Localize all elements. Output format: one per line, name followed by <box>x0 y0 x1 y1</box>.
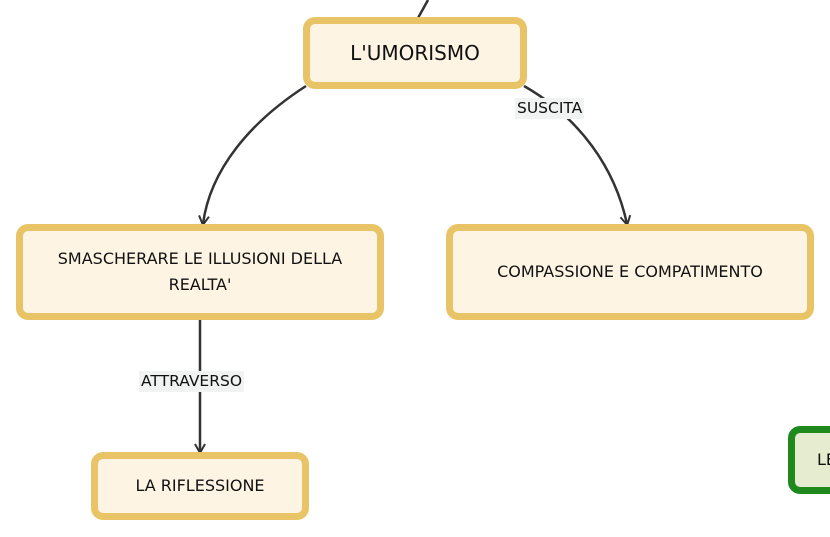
node-riflessione[interactable]: LA RIFLESSIONE <box>91 452 309 520</box>
edge-label-suscita: SUSCITA <box>515 98 585 119</box>
node-partial-right-label: LE <box>817 450 830 470</box>
node-umorismo-label: L'UMORISMO <box>350 41 480 65</box>
node-smascherare[interactable]: SMASCHERARE LE ILLUSIONI DELLA REALTA' <box>16 224 384 320</box>
edge-incoming-top <box>416 0 430 19</box>
edge-umorismo-smascherare <box>203 84 307 224</box>
node-umorismo[interactable]: L'UMORISMO <box>303 17 527 89</box>
node-partial-right[interactable]: LE <box>788 426 830 494</box>
node-riflessione-label: LA RIFLESSIONE <box>135 476 265 496</box>
node-smascherare-label: SMASCHERARE LE ILLUSIONI DELLA REALTA' <box>57 249 343 294</box>
node-compassione[interactable]: COMPASSIONE E COMPATIMENTO <box>446 224 814 320</box>
edge-label-attraverso: ATTRAVERSO <box>139 371 245 392</box>
node-compassione-label: COMPASSIONE E COMPATIMENTO <box>497 262 763 282</box>
